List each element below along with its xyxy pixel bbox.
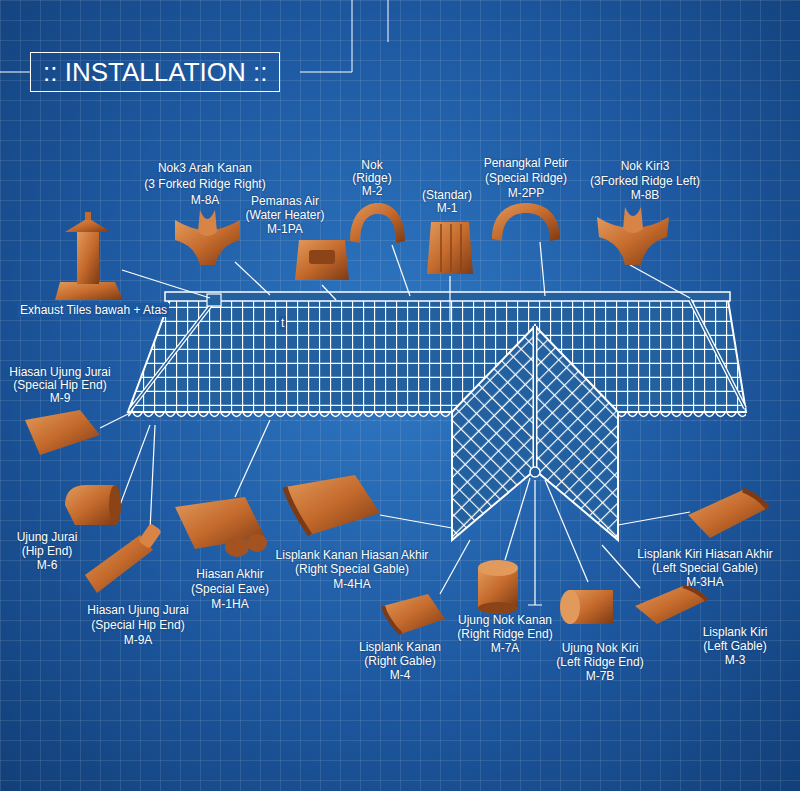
part-label: (Special Hip End) [13, 378, 106, 392]
part-label: M-4HA [333, 577, 370, 591]
tile-water-heater [295, 240, 349, 280]
part-label: Ujung Jurai [17, 530, 78, 544]
part-label: Ujung Nok Kiri [562, 641, 639, 655]
part-label: (Special Ridge) [485, 171, 567, 185]
part-label: (Right Gable) [364, 654, 435, 668]
tile-special-ridge [492, 203, 560, 241]
tile-right-ridge-end [478, 560, 518, 614]
part-label: M-1 [437, 201, 458, 215]
part-label: Nok3 Arah Kanan [158, 161, 252, 175]
tile-ridge [350, 203, 405, 243]
part-label: M-7A [491, 641, 520, 655]
part-label: M-9A [124, 633, 153, 647]
part-label: (Special Eave) [191, 582, 269, 596]
part-label: Lisplank Kiri Hiasan Akhir [637, 547, 772, 561]
title-text: :: INSTALLATION :: [30, 52, 280, 92]
part-label: M-2PP [508, 186, 545, 200]
tile-right-special-gable [285, 475, 380, 535]
part-label: M-6 [37, 558, 58, 572]
tile-hip-end [65, 485, 121, 525]
part-label: M-2 [362, 184, 383, 198]
part-label: M-8B [631, 188, 660, 202]
part-label: M-3 [725, 653, 746, 667]
part-label: (Left Ridge End) [556, 655, 643, 669]
tile-exhaust [55, 212, 123, 300]
tile-forked-right [175, 210, 240, 265]
part-label: (Special Hip End) [91, 618, 184, 632]
tile-left-gable [635, 586, 707, 624]
part-label: M-4 [390, 668, 411, 682]
part-label: (Left Gable) [703, 639, 766, 653]
part-label: (3Forked Ridge Left) [590, 174, 700, 188]
part-label: (Water Heater) [246, 208, 325, 222]
tile-left-ridge-end [560, 590, 613, 624]
part-label: Nok [361, 158, 382, 172]
part-label: Hiasan Ujung Jurai [87, 603, 188, 617]
part-label: Lisplank Kanan Hiasan Akhir [276, 548, 429, 562]
part-label: Lisplank Kiri [703, 625, 768, 639]
part-label: (Hip End) [22, 544, 73, 558]
part-label: (3 Forked Ridge Right) [144, 177, 265, 191]
part-label: Lisplank Kanan [359, 640, 441, 654]
part-label: M-1HA [211, 597, 248, 611]
part-label: M-8A [191, 193, 220, 207]
part-label: (Ridge) [352, 171, 391, 185]
part-label: Exhaust Tiles bawah + Atas [18, 303, 169, 317]
tile-right-gable [383, 594, 445, 634]
part-label: (Left Special Gable) [652, 561, 758, 575]
tile-special-hip-end-a [85, 523, 162, 593]
part-label: M-1PA [267, 222, 303, 236]
part-label: (Right Special Gable) [295, 562, 409, 576]
part-label: Ujung Nok Kanan [458, 613, 552, 627]
leader-lines [100, 242, 690, 605]
part-label: M-7B [586, 669, 615, 683]
main-roof [128, 292, 746, 421]
part-label: M-3HA [686, 575, 723, 589]
tile-standard [427, 222, 473, 274]
part-label: (Right Ridge End) [457, 627, 552, 641]
part-label: Hiasan Akhir [196, 567, 263, 581]
tile-special-hip-end [25, 410, 100, 455]
part-label: t [279, 316, 286, 330]
part-label: Nok Kiri3 [621, 159, 670, 173]
part-label: M-9 [50, 391, 71, 405]
tile-forked-left [597, 207, 669, 265]
tile-special-eave [175, 497, 267, 557]
part-label: Pemanas Air [251, 194, 319, 208]
part-label: Penangkal Petir [484, 156, 569, 170]
part-label: Hiasan Ujung Jurai [9, 365, 110, 379]
tile-left-special-gable [688, 490, 768, 538]
part-label: (Standar) [422, 188, 472, 202]
